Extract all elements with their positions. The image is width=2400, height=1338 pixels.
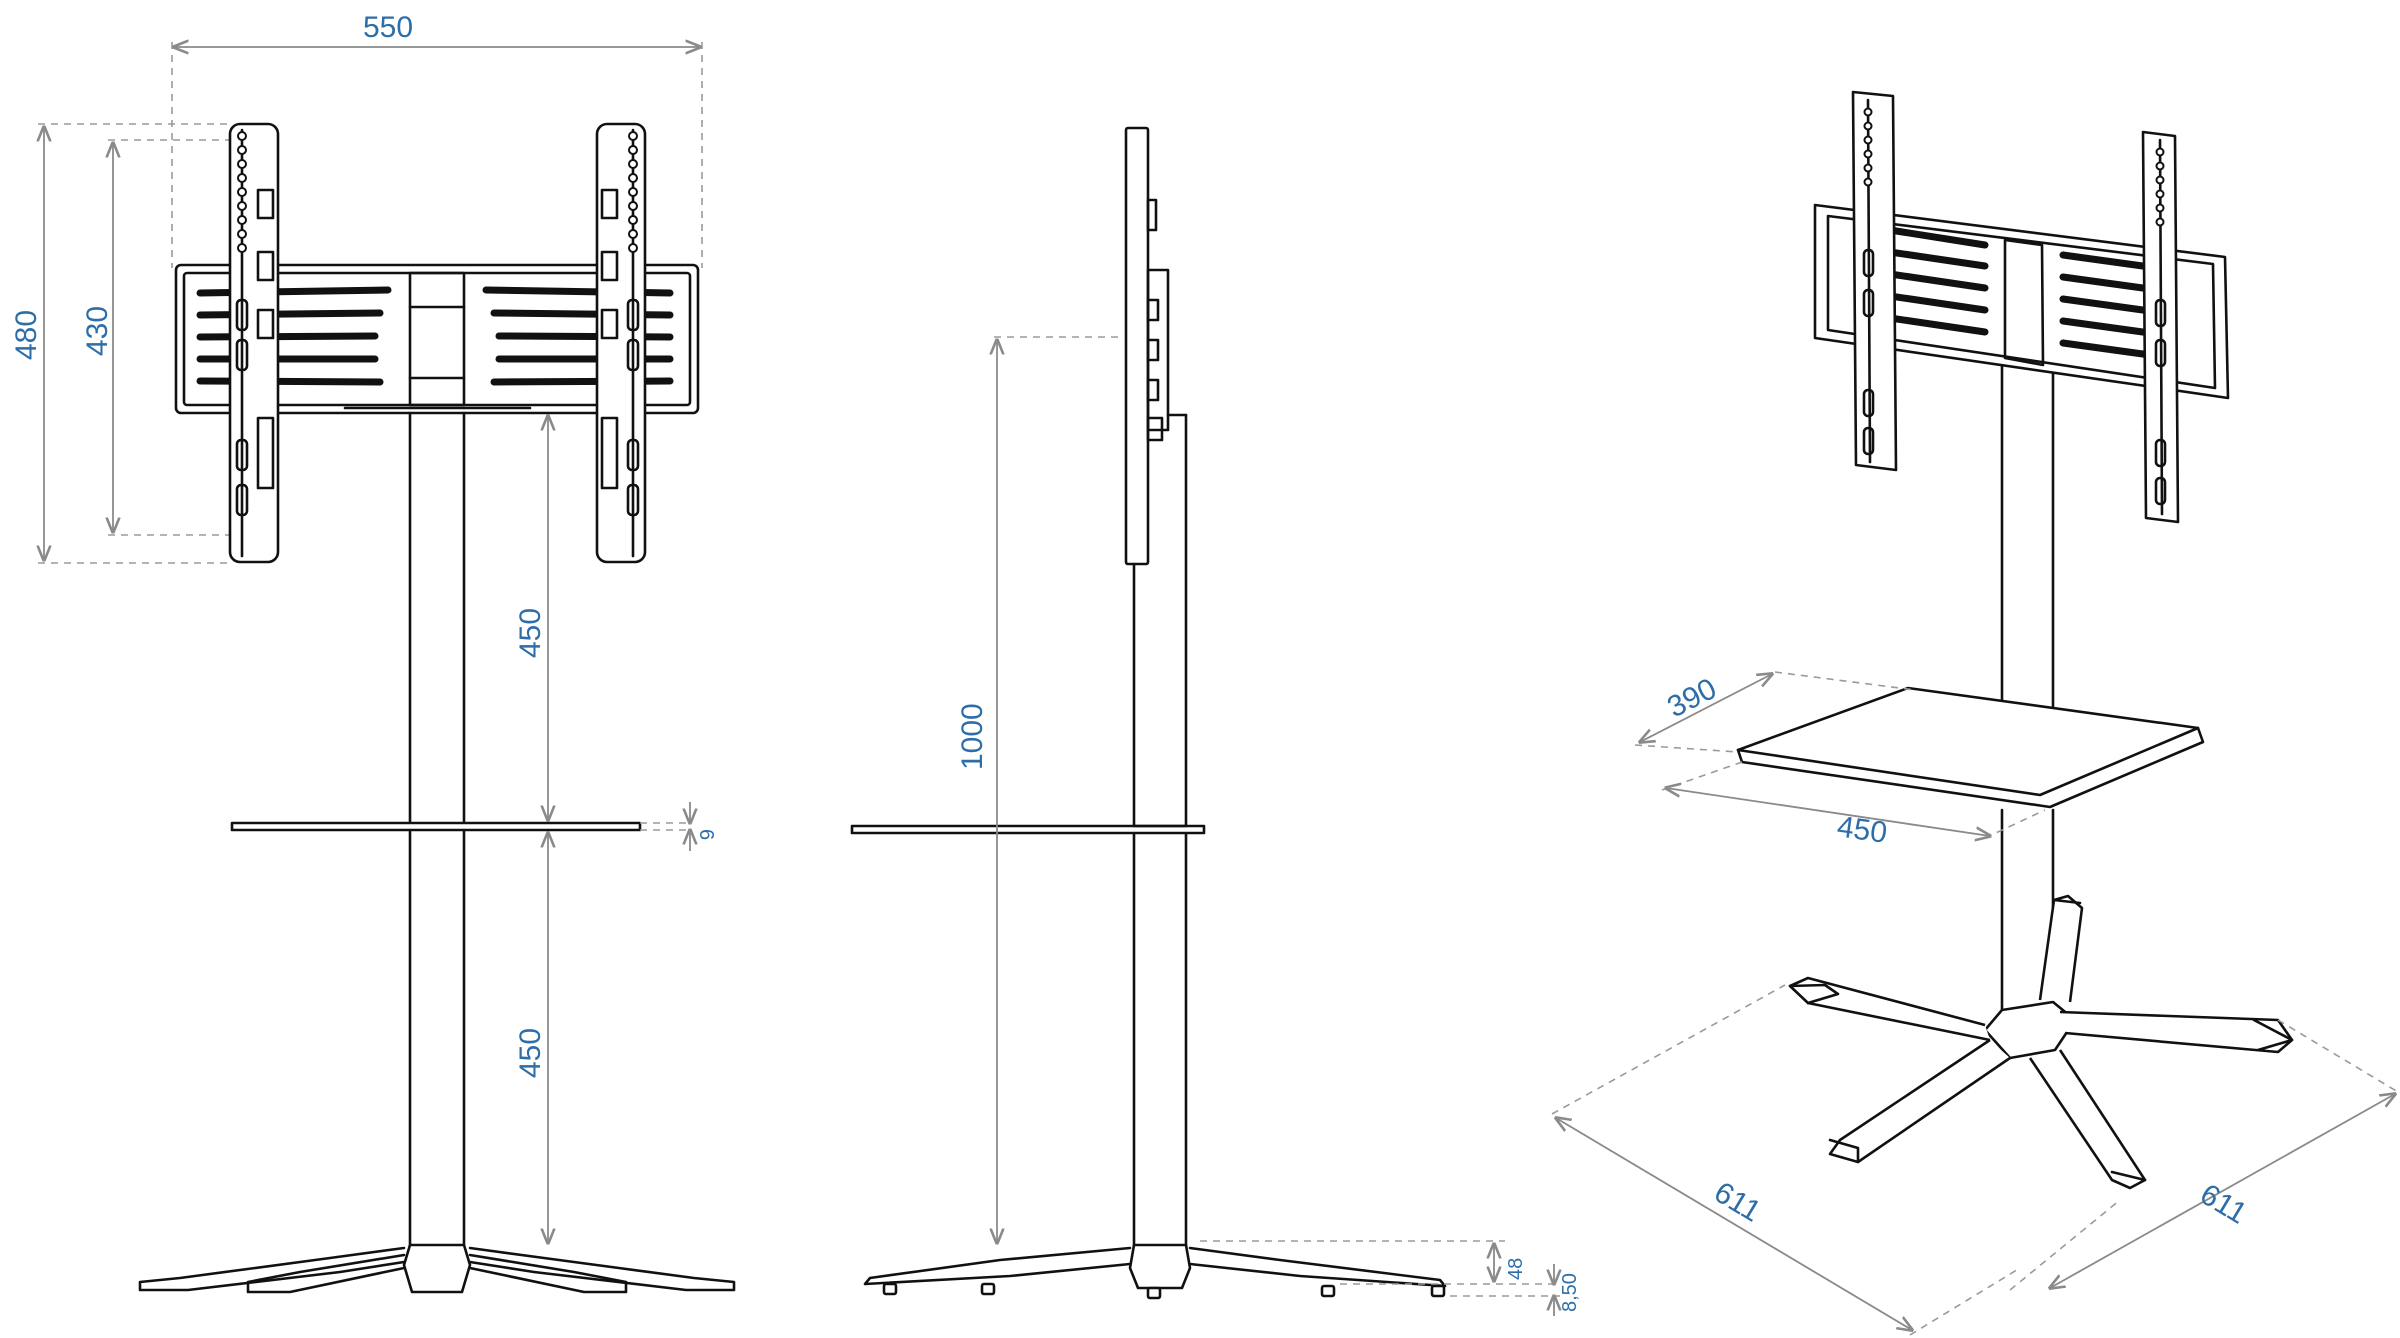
iso-view: 390 450 611 611	[1552, 90, 2398, 1336]
iso-left-bracket	[1851, 90, 1898, 472]
side-bracket	[1124, 126, 1170, 566]
side-base-height-label: 48	[1505, 1258, 1527, 1280]
side-foot-height-label: 8,50	[1559, 1273, 1581, 1312]
side-shelf	[850, 824, 1206, 835]
side-base	[863, 1243, 1447, 1300]
iso-column	[2000, 358, 2055, 1043]
iso-crossbar	[1813, 203, 2230, 400]
iso-base-right-label: 611	[2194, 1178, 2252, 1231]
front-lower-dimension: 450	[514, 833, 548, 1243]
front-view: 550 480 430	[10, 11, 736, 1294]
front-base	[138, 1243, 736, 1294]
front-width-dimension: 550	[171, 11, 703, 268]
side-base-dimensions: 48 8,50	[1200, 1240, 1581, 1316]
front-shelf-thickness-label: 6	[695, 829, 717, 840]
front-upper-column-label: 450	[514, 608, 547, 658]
iso-shelf-depth-label: 390	[1662, 672, 1722, 724]
front-right-bracket	[595, 122, 647, 564]
front-height-outer-label: 480	[10, 310, 43, 360]
front-width-label: 550	[363, 11, 413, 44]
front-upper-dimension: 450	[514, 416, 548, 820]
front-height-inner-dimension: 430	[81, 139, 232, 536]
front-lower-column-label: 450	[514, 1028, 547, 1078]
iso-shelf	[1736, 686, 2205, 809]
side-height-label: 1000	[956, 703, 989, 770]
front-shelf: 6	[230, 802, 717, 851]
iso-base-left-label: 611	[1708, 1176, 1766, 1229]
side-height-dimension: 1000	[956, 336, 1124, 1243]
front-height-outer-dimension: 480	[10, 123, 232, 564]
front-height-inner-label: 430	[81, 306, 114, 356]
iso-shelf-width-label: 450	[1835, 810, 1889, 850]
side-view: 1000 48 8,50	[850, 126, 1581, 1316]
front-left-bracket	[228, 122, 280, 564]
iso-base	[1788, 894, 2294, 1190]
iso-right-bracket	[2141, 130, 2180, 524]
